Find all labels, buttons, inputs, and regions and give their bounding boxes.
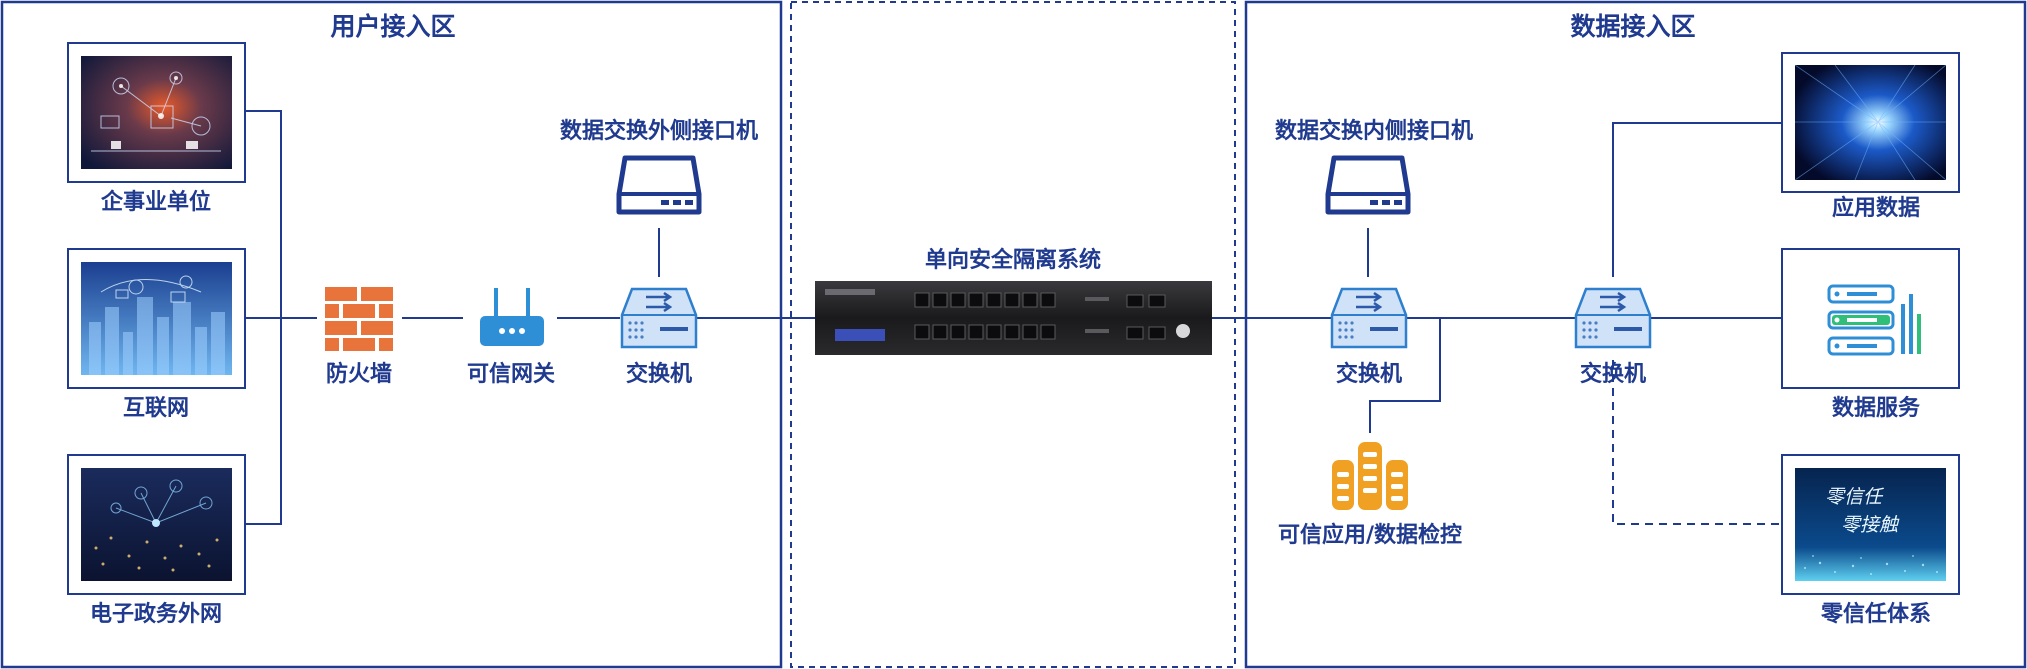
isolation-system-label: 单向安全隔离系统 xyxy=(924,248,1102,273)
egov-frame xyxy=(67,454,246,595)
firewall-label: 防火墙 xyxy=(325,362,393,387)
app-data-label: 应用数据 xyxy=(1831,196,1921,221)
user-zone-border xyxy=(0,0,783,669)
internet-image xyxy=(81,262,232,375)
switch-icon xyxy=(1330,287,1408,349)
zero-trust-frame: 零信任 零接触 xyxy=(1781,454,1960,595)
inner-machine-label: 数据交换内侧接口机 xyxy=(1274,119,1474,144)
isolation-zone-border xyxy=(790,1,1236,668)
internet-frame xyxy=(67,248,246,389)
egov-label: 电子政务外网 xyxy=(89,602,223,627)
monitor-label: 可信应用/数据检控 xyxy=(1277,523,1463,548)
router-icon xyxy=(480,288,544,346)
enterprise-label: 企事业单位 xyxy=(100,190,212,215)
server-icon xyxy=(616,155,702,215)
enterprise-image xyxy=(81,56,232,169)
enterprise-frame xyxy=(67,42,246,183)
switch-icon xyxy=(620,287,698,349)
link-egov xyxy=(246,318,282,525)
app-data-frame xyxy=(1781,52,1960,193)
zero-trust-image xyxy=(1795,468,1946,581)
zero-trust-label: 零信任体系 xyxy=(1820,602,1932,627)
switch-icon xyxy=(1574,287,1652,349)
link-enterprise xyxy=(246,110,282,318)
monitor-stack-icon xyxy=(1332,442,1408,510)
firewall-icon xyxy=(325,287,393,351)
data-zone-title: 数据接入区 xyxy=(1570,12,1696,41)
zero-trust-text-line2: 零接触 xyxy=(1841,514,1899,536)
switch-label-left: 交换机 xyxy=(625,362,693,387)
outer-machine-label: 数据交换外侧接口机 xyxy=(559,119,759,144)
server-icon xyxy=(1325,155,1411,215)
internet-label: 互联网 xyxy=(122,396,190,421)
data-service-label: 数据服务 xyxy=(1831,396,1921,421)
switch-a-label: 交换机 xyxy=(1335,362,1403,387)
data-service-frame xyxy=(1781,248,1960,389)
app-data-image xyxy=(1795,65,1946,180)
data-zone-border xyxy=(1244,0,2027,669)
gateway-label: 可信网关 xyxy=(466,362,556,387)
isolation-device-image xyxy=(815,281,1212,355)
user-zone-title: 用户接入区 xyxy=(330,12,456,41)
link-appdata xyxy=(1612,122,1781,277)
switch-b-label: 交换机 xyxy=(1579,362,1647,387)
link-monitor xyxy=(1369,318,1441,433)
egov-image xyxy=(81,468,232,581)
server-rack-icon xyxy=(1827,284,1921,356)
zero-trust-text-line1: 零信任 xyxy=(1825,486,1883,508)
